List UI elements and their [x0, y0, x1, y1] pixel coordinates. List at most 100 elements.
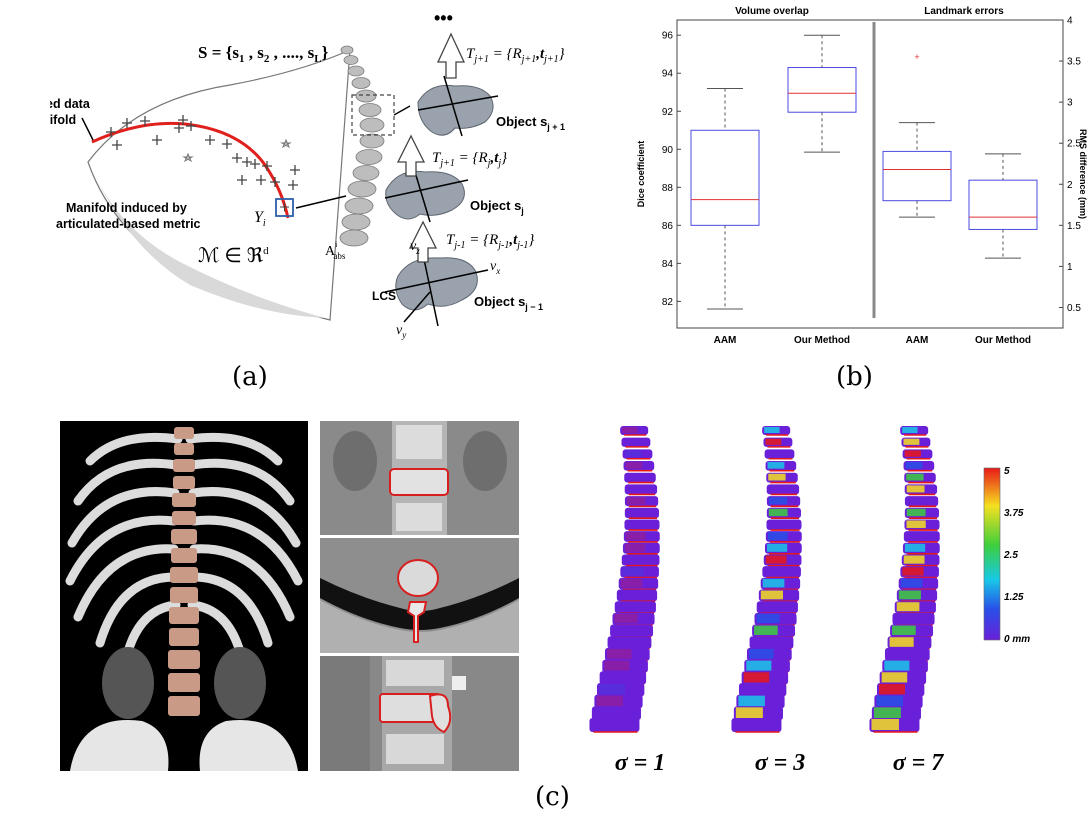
- panel-b-boxplot: Volume overlap Landmark errors Dice coef…: [636, 6, 1088, 346]
- error-patch: [626, 485, 645, 493]
- error-patch: [593, 707, 621, 719]
- plot-frame: [676, 19, 1064, 329]
- vertebra-segment: [589, 718, 640, 732]
- vertebra-mid: [384, 161, 469, 223]
- error-patch: [906, 473, 924, 481]
- error-patch: [765, 555, 787, 564]
- colorbar-tick-0: 0 mm: [1004, 634, 1030, 645]
- star-markers: [182, 138, 292, 163]
- object-bot-label: Object sj − 1: [474, 294, 543, 312]
- error-patch: [743, 672, 770, 683]
- right-tick-label: 2: [1067, 180, 1073, 191]
- error-patch: [768, 485, 787, 493]
- induced-manifold-label-2: articulated-based metric: [56, 217, 201, 231]
- learned-pointer: [81, 117, 94, 141]
- error-patch: [767, 532, 788, 540]
- spine-sigma-3: [731, 426, 802, 733]
- vertebra-segment: [599, 671, 647, 685]
- manifold-sheet: [87, 49, 351, 321]
- object-mid-label: Object sj: [470, 198, 524, 216]
- yi-arrow: [295, 195, 347, 209]
- yi-label: Yi: [254, 209, 266, 229]
- error-patch: [626, 473, 644, 481]
- right-tick-label: 2.5: [1067, 139, 1081, 150]
- vertebra-segment: [623, 461, 655, 471]
- selected-vertebrae-box: [351, 94, 395, 136]
- vertebra-segment: [623, 531, 660, 542]
- error-patch: [906, 520, 926, 529]
- boxes: +: [690, 22, 1038, 318]
- learned-manifold-label-1: Learned data: [50, 97, 91, 111]
- kidneys: [102, 647, 266, 719]
- spine-sigma-7: [869, 426, 940, 733]
- sample-markers: [106, 115, 300, 190]
- error-patch: [889, 637, 914, 647]
- category-label: AAM: [714, 335, 737, 346]
- colorbar-tick-5: 5: [1004, 466, 1010, 477]
- error-patch: [896, 602, 920, 612]
- category-label: AAM: [906, 335, 929, 346]
- box-0: [690, 87, 760, 310]
- error-patch: [606, 648, 632, 659]
- error-patch: [766, 450, 783, 457]
- vertebra-segment: [624, 472, 656, 483]
- error-patch: [756, 613, 780, 624]
- vertebra-segment: [622, 449, 653, 459]
- set-label: S = {s1 , s2 , ...., sL}: [198, 43, 329, 65]
- ribs: [65, 432, 303, 664]
- caption-c: (c): [535, 782, 570, 812]
- box-iqr: [882, 150, 952, 202]
- right-tick-label: 3: [1067, 98, 1073, 109]
- induced-manifold-label-1: Manifold induced by: [66, 201, 187, 215]
- error-patch: [906, 485, 925, 493]
- error-patch: [906, 497, 926, 505]
- box-1: [787, 34, 857, 153]
- error-patch: [892, 625, 916, 635]
- error-patch: [740, 683, 768, 695]
- left-tick-label: 96: [662, 31, 674, 42]
- lcs-label: LCS: [372, 289, 396, 303]
- vertebra-segment: [607, 636, 652, 649]
- error-patch: [623, 438, 640, 445]
- error-patch: [898, 590, 921, 600]
- vertebra-segment: [612, 612, 655, 626]
- error-patch: [768, 497, 788, 505]
- box-iqr: [690, 129, 760, 226]
- vertebra-segment: [618, 577, 659, 590]
- spine-illustration: [339, 45, 385, 247]
- colorbar-tick-25: 2.5: [1003, 550, 1018, 561]
- vz-label: vz: [410, 239, 420, 256]
- error-patch: [751, 637, 776, 647]
- error-patch: [764, 567, 786, 576]
- error-patch: [601, 672, 628, 683]
- error-patch: [881, 672, 908, 683]
- vertebra-segment: [624, 484, 658, 495]
- error-patch: [758, 602, 782, 612]
- vertebra-segment: [616, 589, 658, 602]
- error-patch: [871, 719, 899, 730]
- error-patch: [894, 613, 918, 624]
- error-patch: [878, 683, 906, 695]
- vertebra-segment: [621, 554, 660, 566]
- error-patch: [904, 543, 926, 552]
- caption-b: (b): [836, 362, 873, 392]
- sigma-label-3: σ = 3: [755, 750, 806, 776]
- left-tick-label: 86: [662, 221, 674, 232]
- error-patch: [596, 695, 623, 707]
- vertebra-segment: [624, 507, 659, 519]
- error-patch: [760, 590, 783, 600]
- manifold-shadow: [92, 170, 325, 318]
- learned-curve: [91, 121, 290, 219]
- colorbar: 5 3.75 2.5 1.25 0 mm: [983, 466, 1030, 645]
- error-patch: [768, 473, 786, 481]
- left-tick-label: 94: [662, 69, 674, 80]
- pelvis: [70, 720, 298, 771]
- error-patch: [622, 567, 644, 576]
- ct-slice-coronal: [320, 421, 519, 535]
- error-patch: [624, 450, 641, 457]
- error-patch: [614, 613, 638, 624]
- vertebra-segment: [591, 706, 641, 721]
- sigma-label-1: σ = 1: [615, 750, 666, 776]
- left-tick-label: 84: [662, 259, 674, 270]
